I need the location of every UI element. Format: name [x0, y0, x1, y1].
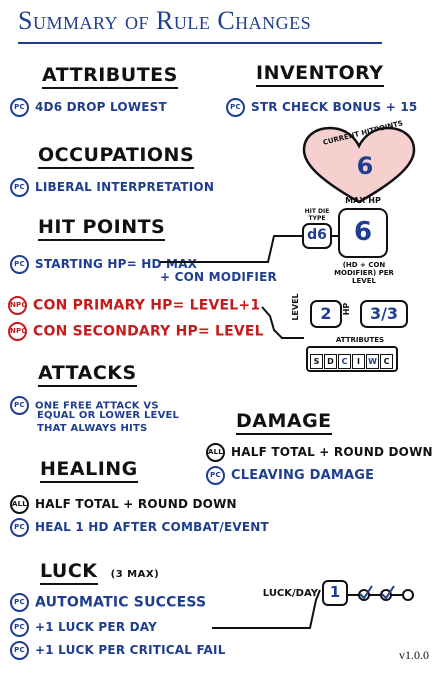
luck-per-day-label: Luck/Day [262, 588, 318, 599]
page-title: Summary of Rule Changes [18, 6, 312, 35]
damage-item-pc: PCCleaving Damage [206, 466, 374, 485]
attribute-box: D [324, 354, 337, 369]
attributes-item: PC4d6 Drop Lowest [10, 98, 167, 117]
current-hp-value: 6 [356, 152, 374, 180]
attacks-item: PCOne free attack vs [10, 396, 159, 415]
occupations-item: PCLiberal Interpretation [10, 178, 214, 197]
attacks-item-line3: that always hits [37, 423, 148, 434]
inventory-heading: Inventory [256, 62, 384, 87]
hit-die-type-label: Hit Die Type [304, 208, 330, 222]
pc-badge-icon: PC [10, 618, 29, 637]
attribute-box-checked: W [366, 354, 379, 369]
pc-badge-icon: PC [10, 396, 29, 415]
attribute-box: I [352, 354, 365, 369]
pc-badge-icon: PC [10, 518, 29, 537]
occupations-heading: Occupations [38, 144, 195, 169]
heart-icon [302, 126, 416, 204]
starting-hp-modifier: + CON Modifier [160, 270, 277, 284]
luck-item-3: PC+1 Luck per Critical Fail [10, 641, 226, 660]
healing-heading: Healing [40, 458, 138, 483]
starting-hp-item: PCStarting HP= HD Max [10, 255, 197, 274]
luck-max-note: (3 Max) [110, 569, 160, 580]
attacks-heading: Attacks [38, 362, 137, 387]
pc-badge-icon: PC [206, 466, 225, 485]
title-underline [18, 42, 382, 44]
pc-badge-icon: PC [10, 641, 29, 660]
max-hp-label: Max HP [345, 196, 381, 205]
version-label: v1.0.0 [399, 648, 429, 662]
damage-heading: Damage [236, 410, 332, 435]
level-box: 2 [310, 300, 342, 328]
luck-item-1: PCAutomatic Success [10, 593, 206, 612]
pc-badge-icon: PC [10, 593, 29, 612]
pc-badge-icon: PC [226, 98, 245, 117]
attributes-heading: Attributes [42, 64, 178, 89]
healing-item-all: ALLHalf Total + Round Down [10, 495, 237, 514]
max-hp-box: 6 [338, 208, 388, 258]
hit-die-box: d6 [302, 223, 332, 249]
hp-label: HP [342, 302, 351, 316]
luck-tracker-box: 1 [322, 580, 348, 606]
luck-item-2: PC+1 Luck per Day [10, 618, 157, 637]
pc-badge-icon: PC [10, 255, 29, 274]
pc-badge-icon: PC [10, 98, 29, 117]
attributes-label: Attributes [335, 336, 385, 344]
luck-heading: Luck (3 Max) [40, 560, 160, 585]
npc-badge-icon: NPC [8, 322, 27, 341]
all-badge-icon: ALL [206, 443, 225, 462]
max-hp-note: (HD + CON Modifier) per level [334, 261, 394, 285]
attribute-box: C [380, 354, 393, 369]
luck-tracker-pips-icon [348, 585, 414, 601]
attribute-box: S [310, 354, 323, 369]
level-label: Level [291, 293, 300, 321]
attribute-box-checked: C [338, 354, 351, 369]
hit-points-heading: Hit Points [38, 216, 166, 241]
attacks-item-line2: equal or lower level [37, 410, 180, 421]
hp-box: 3/3 [360, 300, 408, 328]
pc-badge-icon: PC [10, 178, 29, 197]
healing-item-pc: PCHeal 1 HD after Combat/Event [10, 518, 269, 537]
npc-badge-icon: NPC [8, 296, 27, 315]
damage-item-all: ALLHalf Total + Round Down [206, 443, 433, 462]
all-badge-icon: ALL [10, 495, 29, 514]
